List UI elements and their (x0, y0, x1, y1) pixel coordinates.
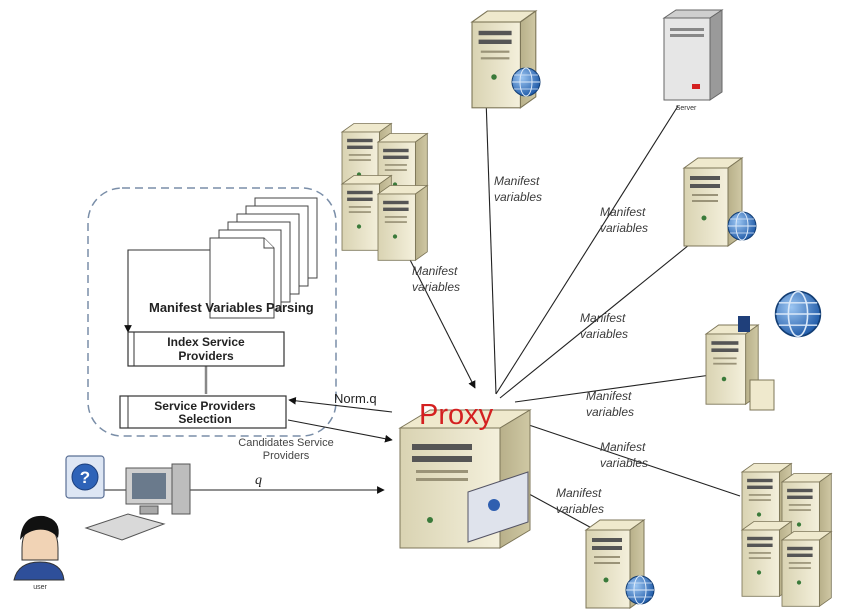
candidates-label-line2: Providers (263, 450, 310, 462)
user-icon (13, 515, 65, 581)
selection-box-label-line2: Selection (178, 412, 231, 426)
parsing-flow (124, 249, 238, 394)
server-cluster-icon (741, 463, 832, 607)
index-service-providers-box: Index Service Providers (127, 331, 285, 367)
manifest-label: Manifest variables (600, 440, 648, 470)
svg-text:variables: variables (580, 327, 628, 341)
svg-text:variables: variables (494, 190, 542, 204)
connector-icon (738, 316, 750, 332)
manifest-label: Manifest variables (580, 311, 628, 341)
desktop-computer-icon (84, 463, 191, 541)
svg-text:Manifest: Manifest (600, 440, 646, 454)
selection-box-label-line1: Service Providers (154, 399, 256, 413)
svg-text:Manifest: Manifest (412, 264, 458, 278)
globe-icon (625, 575, 655, 605)
svg-text:Manifest: Manifest (580, 311, 626, 325)
service-providers-selection-box: Service Providers Selection (119, 395, 287, 429)
proxy-label: Proxy (419, 399, 494, 431)
server-cluster-icon (341, 123, 428, 261)
svg-text:variables: variables (600, 456, 648, 470)
tower-server-icon (662, 9, 724, 101)
index-box-label-line1: Index Service (167, 335, 245, 349)
globe-icon (774, 290, 822, 338)
manifest-label: Manifest variables (412, 264, 460, 294)
proxy-server-icon (398, 409, 532, 549)
svg-text:Manifest: Manifest (586, 389, 632, 403)
parsing-label: Manifest Variables Parsing (149, 300, 314, 315)
manifest-label: Manifest variables (494, 174, 542, 204)
candidates-label-line1: Candidates Service (238, 437, 333, 449)
svg-text:variables: variables (600, 221, 648, 235)
user-caption: user (33, 584, 47, 591)
globe-icon (511, 67, 541, 97)
norm-q-label: Norm.q (334, 391, 377, 406)
manifest-label: Manifest variables (600, 205, 648, 235)
svg-text:variables: variables (556, 502, 604, 516)
server-caption: Server (676, 105, 697, 112)
svg-text:variables: variables (412, 280, 460, 294)
manifest-label: Manifest variables (556, 486, 604, 516)
svg-text:Manifest: Manifest (494, 174, 540, 188)
svg-text:?: ? (80, 468, 90, 487)
help-icon: ? (65, 455, 105, 499)
q-label: q (255, 473, 262, 488)
manifest-label: Manifest variables (586, 389, 634, 419)
globe-icon (727, 211, 757, 241)
document-stack-icon (209, 197, 318, 319)
svg-text:variables: variables (586, 405, 634, 419)
svg-text:Manifest: Manifest (600, 205, 646, 219)
svg-text:Manifest: Manifest (556, 486, 602, 500)
index-box-label-line2: Providers (178, 349, 234, 363)
